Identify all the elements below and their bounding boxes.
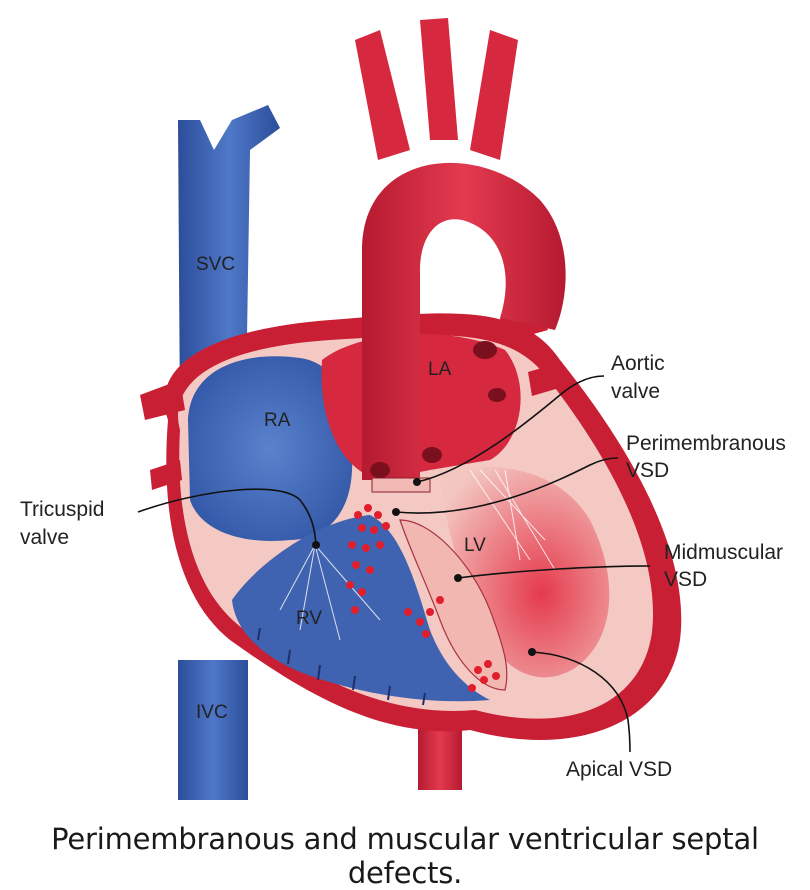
midmuscular-defect-dots bbox=[404, 596, 444, 638]
left-subclavian-artery bbox=[470, 30, 518, 160]
rv-label: RV bbox=[296, 608, 322, 629]
brachiocephalic-artery bbox=[355, 30, 410, 160]
apical-defect-dots bbox=[468, 660, 500, 692]
ra-label: RA bbox=[264, 410, 291, 431]
aortic-arch bbox=[362, 162, 566, 481]
right-atrium bbox=[188, 356, 353, 541]
aortic-valve-label-line2: valve bbox=[611, 380, 660, 403]
ivc-vessel bbox=[178, 660, 248, 800]
pulmonary-vessel-left-upper bbox=[140, 380, 185, 420]
tricuspid-valve-pointer bbox=[312, 541, 320, 549]
apical-leader bbox=[531, 651, 631, 753]
apical-pointer bbox=[528, 648, 536, 656]
midmuscular-label-line1: Midmuscular bbox=[664, 541, 783, 564]
interventricular-septum bbox=[399, 519, 508, 691]
left-carotid-artery bbox=[420, 18, 458, 140]
svc-label: SVC bbox=[196, 254, 235, 275]
la-pulmonary-orifice-1 bbox=[473, 341, 497, 359]
tricuspid-valve-leader bbox=[137, 488, 317, 546]
perimembranous-defect-dots bbox=[346, 504, 390, 614]
tricuspid-valve-label-line2: valve bbox=[20, 526, 69, 549]
aortic-orifice-1 bbox=[370, 462, 390, 478]
perimembranous-leader bbox=[395, 457, 619, 514]
la-pulmonary-orifice-3 bbox=[422, 447, 442, 463]
perimembranous-pointer bbox=[392, 508, 400, 516]
aortic-valve-pointer bbox=[413, 478, 421, 486]
aortic-valve-leader bbox=[416, 375, 605, 483]
perimembranous-label-line2: VSD bbox=[626, 459, 669, 482]
diagram-stage: SVC IVC RA LA LV RV Aortic valve Perimem… bbox=[20, 18, 786, 890]
midmuscular-pointer bbox=[454, 574, 462, 582]
svc-vessel bbox=[178, 105, 280, 420]
la-pulmonary-orifice-2 bbox=[488, 388, 506, 402]
pulmonary-vein-right-lower bbox=[528, 362, 566, 396]
ivc-label: IVC bbox=[196, 702, 228, 723]
rv-trabeculations bbox=[257, 627, 426, 706]
aortic-root-ring bbox=[371, 477, 431, 493]
right-ventricle bbox=[232, 515, 490, 702]
pulmonary-vessel-left-lower bbox=[150, 460, 182, 490]
figure-caption: Perimembranous and muscular ventricular … bbox=[51, 822, 759, 890]
la-label: LA bbox=[428, 359, 452, 380]
apical-vsd-label: Apical VSD bbox=[566, 758, 672, 781]
aortic-valve-label-line1: Aortic bbox=[611, 352, 665, 375]
mitral-chordae bbox=[469, 469, 556, 571]
tricuspid-valve-label-line1: Tricuspid bbox=[20, 498, 104, 521]
perimembranous-label-line1: Perimembranous bbox=[626, 432, 786, 455]
midmuscular-leader bbox=[457, 565, 651, 579]
heart-diagram: SVC IVC RA LA LV RV Aortic valve Perimem… bbox=[20, 18, 786, 800]
midmuscular-label-line2: VSD bbox=[664, 568, 707, 591]
lv-label: LV bbox=[464, 535, 486, 556]
